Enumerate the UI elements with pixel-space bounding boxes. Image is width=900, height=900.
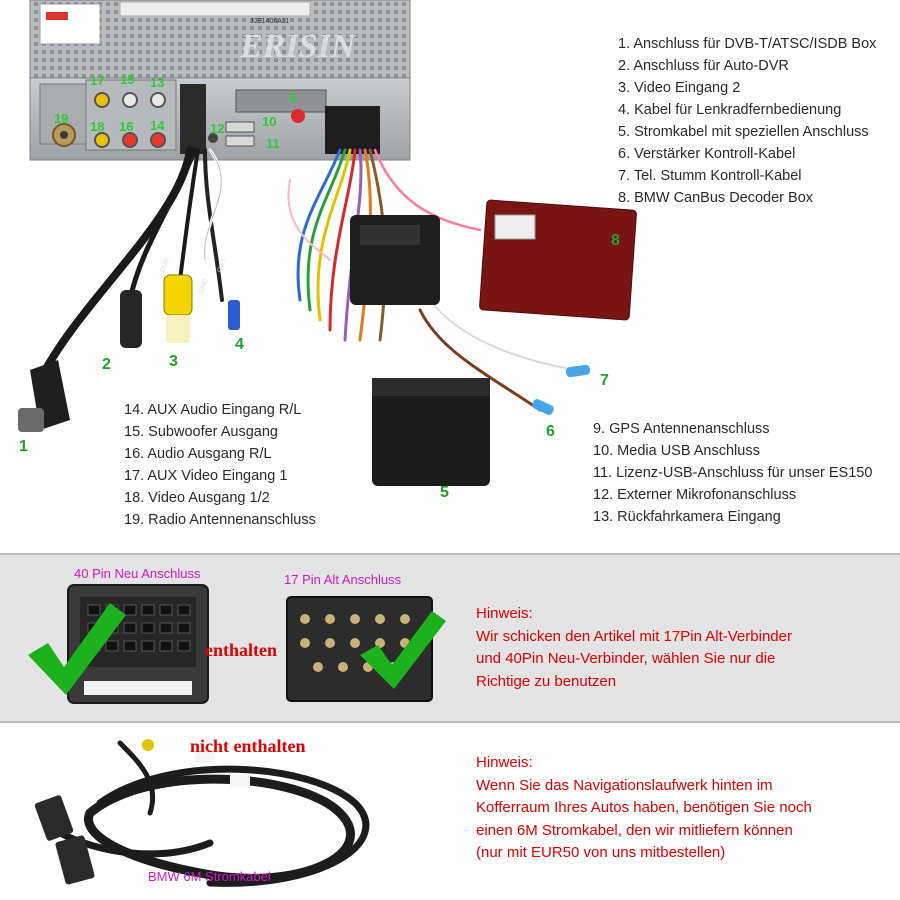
legend-item: 4. Kabel für Lenkradfernbedienung xyxy=(618,102,842,118)
checkmark-icon xyxy=(360,611,446,689)
callout-1: 1 xyxy=(19,438,28,455)
legend-item: 8. BMW CanBus Decoder Box xyxy=(618,190,814,206)
legend-item: 1. Anschluss für DVB-T/ATSC/ISDB Box xyxy=(618,36,877,52)
iso-connector-block xyxy=(350,215,440,305)
cables xyxy=(36,146,577,412)
callout-2: 2 xyxy=(102,356,111,373)
label-bmw-6m-cable: BMW 6M Stromkabel xyxy=(148,869,271,884)
extension-cable-illustration xyxy=(34,739,370,887)
legend-item: 2. Anschluss für Auto-DVR xyxy=(618,58,789,74)
connector-label-17: 17 xyxy=(90,73,105,88)
note-line: Hinweis: xyxy=(476,605,533,622)
callout-6: 6 xyxy=(546,423,555,440)
connector-note: Hinweis: Wir schicken den Artikel mit 17… xyxy=(476,603,792,693)
checkmark-icon xyxy=(28,603,126,695)
note-line: Kofferraum Ihres Autos haben, benötigen … xyxy=(476,799,812,816)
connector-label-11: 11 xyxy=(266,136,280,151)
connector-illustration xyxy=(28,584,446,704)
legend-item: 7. Tel. Stumm Kontroll-Kabel xyxy=(618,168,802,184)
label-enthalten: enthalten xyxy=(205,640,277,660)
extension-cable-section: nicht enthalten BMW 6M Stromkabel Hinwei… xyxy=(0,723,900,900)
label-40pin: 40 Pin Neu Anschluss xyxy=(74,566,201,581)
connector-label-19: 19 xyxy=(54,111,69,126)
connector-label-13: 13 xyxy=(150,75,165,90)
bmw-17pin-plug xyxy=(372,378,490,486)
connector-label-18: 18 xyxy=(90,119,105,134)
canbus-decoder-box xyxy=(479,199,637,321)
connector-label-12: 12 xyxy=(210,121,225,136)
connector-label-15: 15 xyxy=(120,72,135,87)
legend-item: 13. Rückfahrkamera Eingang xyxy=(593,509,781,525)
legend-list-bottom-right: 9. GPS Antennenanschluss 10. Media USB A… xyxy=(593,418,872,528)
legend-item: 17. AUX Video Eingang 1 xyxy=(124,468,288,484)
legend-item: 12. Externer Mikrofonanschluss xyxy=(593,487,797,503)
legend-item: 5. Stromkabel mit speziellen Anschluss xyxy=(618,124,869,140)
chassis-label: JJE1406A11 xyxy=(250,18,290,25)
legend-item: 19. Radio Antennenanschluss xyxy=(124,512,316,528)
callout-3: 3 xyxy=(169,353,178,370)
legend-item: 14. AUX Audio Eingang R/L xyxy=(124,402,302,418)
note-line: Richtige zu benutzen xyxy=(476,672,617,690)
brand-watermark: ERISIN xyxy=(239,28,357,65)
legend-item: 3. Video Eingang 2 xyxy=(618,80,741,96)
legend-item: 16. Audio Ausgang R/L xyxy=(124,446,272,462)
extension-note: Hinweis: Wenn Sie das Navigationslaufwer… xyxy=(476,752,812,865)
callout-4: 4 xyxy=(235,336,244,353)
note-line: einen 6M Stromkabel, den wir mitliefern … xyxy=(476,821,793,839)
wiring-diagram-section: ERISIN xyxy=(18,0,877,531)
connector-label-14: 14 xyxy=(150,118,165,133)
legend-item: 11. Lizenz-USB-Anschluss für unser ES150 xyxy=(593,465,873,481)
legend-item: 10. Media USB Anschluss xyxy=(593,443,760,459)
wiring-illustration: ERISIN xyxy=(18,0,637,486)
plugs xyxy=(18,274,591,432)
legend-item: 6. Verstärker Kontroll-Kabel xyxy=(618,146,796,162)
connector-label-16: 16 xyxy=(119,119,134,134)
note-line: Wir schicken den Artikel mit 17Pin Alt-V… xyxy=(476,627,792,645)
legend-item: 15. Subwoofer Ausgang xyxy=(124,424,278,440)
note-line: Wenn Sie das Navigationslaufwerk hinten … xyxy=(476,776,773,794)
legend-item: 9. GPS Antennenanschluss xyxy=(593,421,770,437)
connector-label-10: 10 xyxy=(262,114,277,129)
head-unit: ERISIN xyxy=(29,0,411,161)
legend-list-right: 1. Anschluss für DVB-T/ATSC/ISDB Box 2. … xyxy=(618,33,876,209)
callout-5: 5 xyxy=(440,484,449,501)
note-line: Hinweis: xyxy=(476,754,533,771)
connector-options-section: 40 Pin Neu Anschluss 17 Pin Alt Anschlus… xyxy=(0,553,900,723)
label-17pin: 17 Pin Alt Anschluss xyxy=(284,572,402,587)
callout-7: 7 xyxy=(600,372,609,389)
legend-item: 18. Video Ausgang 1/2 xyxy=(124,490,270,506)
note-line: und 40Pin Neu-Verbinder, wählen Sie nur … xyxy=(476,650,776,667)
label-nicht-enthalten: nicht enthalten xyxy=(190,736,306,756)
note-line: (nur mit EUR50 von uns mitbestellen) xyxy=(476,844,726,861)
connector-label-9: 9 xyxy=(289,90,297,105)
legend-list-left: 14. AUX Audio Eingang R/L 15. Subwoofer … xyxy=(124,399,316,531)
callout-8: 8 xyxy=(611,232,620,249)
